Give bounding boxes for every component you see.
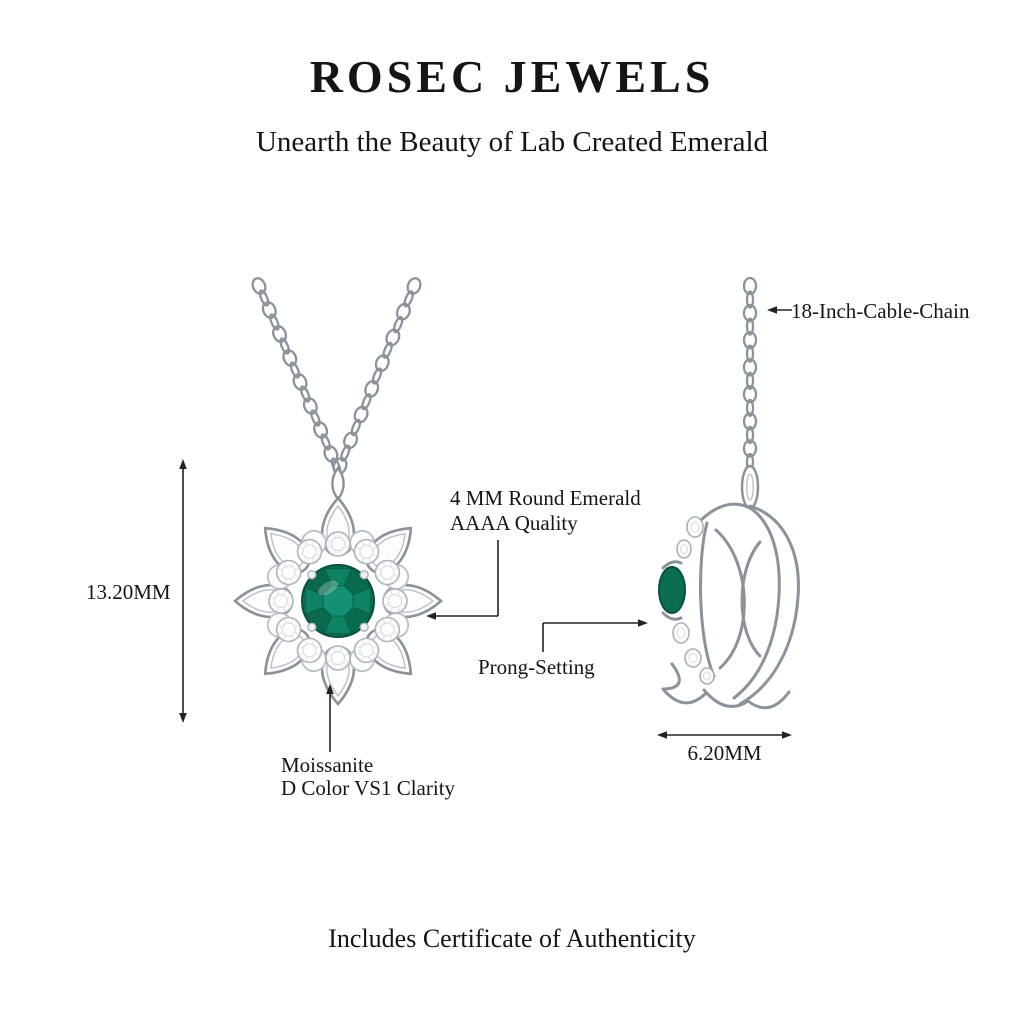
- brand-title: ROSEC JEWELS: [309, 51, 715, 102]
- prong-setting-label: Prong-Setting: [478, 655, 595, 679]
- emerald-quality-line: AAAA Quality: [450, 511, 578, 535]
- moissanite-line: Moissanite: [281, 753, 374, 777]
- emerald-size-line: 4 MM Round Emerald: [450, 486, 641, 510]
- pendant-front-view: [233, 466, 443, 706]
- pendant-height-label: 13.20MM: [86, 580, 171, 604]
- pendant-width-label: 6.20MM: [687, 741, 762, 765]
- moissanite-clarity-line: D Color VS1 Clarity: [281, 776, 456, 800]
- pendant-side-view: [658, 464, 800, 710]
- emerald-spec-label: 4 MM Round Emerald AAAA Quality: [450, 486, 641, 536]
- moissanite-spec-label: Moissanite D Color VS1 Clarity: [281, 754, 455, 800]
- cable-chain-front: [251, 277, 422, 475]
- certificate-note: Includes Certificate of Authenticity: [328, 924, 696, 953]
- cable-chain-side: [742, 276, 758, 472]
- chain-length-label: 18-Inch-Cable-Chain: [791, 299, 970, 323]
- dimension-lines: [179, 306, 792, 752]
- tagline: Unearth the Beauty of Lab Created Emeral…: [255, 126, 769, 158]
